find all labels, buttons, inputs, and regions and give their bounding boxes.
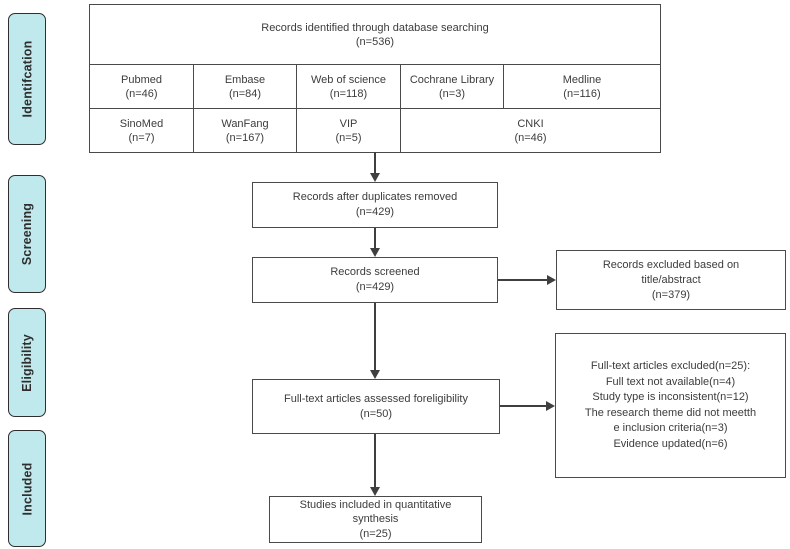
records-identified-box: Records identified through database sear… <box>90 5 660 64</box>
records-excluded-box: Records excluded based on title/abstract… <box>556 250 786 310</box>
fulltext-excluded-line-3: Study type is inconsistent(n=12) <box>592 391 749 403</box>
db-cell-web-of-science: Web of science (n=118) <box>296 65 400 108</box>
records-excluded-count: (n=379) <box>651 288 691 301</box>
stage-label-screening: Screening <box>20 202 34 266</box>
stage-label-identification: Identifcation <box>20 40 34 118</box>
records-screened-box: Records screened (n=429) <box>252 257 498 303</box>
arrow-fulltext-to-excluded <box>500 401 555 411</box>
studies-included-box: Studies included in quantitative synthes… <box>269 496 482 543</box>
duplicates-removed-box: Records after duplicates removed (n=429) <box>252 182 498 228</box>
db-name: CNKI <box>517 117 544 130</box>
fulltext-assessed-box: Full-text articles assessed foreligibili… <box>252 379 500 434</box>
stage-box-screening: Screening <box>8 175 46 293</box>
db-count: (n=5) <box>335 131 362 144</box>
studies-included-text-1: Studies included in quantitative <box>299 498 452 511</box>
records-identified-count: (n=536) <box>355 35 395 48</box>
db-cell-wanfang: WanFang (n=167) <box>193 109 296 152</box>
db-name: Medline <box>562 73 602 86</box>
db-count: (n=84) <box>228 87 262 100</box>
db-cell-cnki: CNKI (n=46) <box>400 109 660 152</box>
db-cell-vip: VIP (n=5) <box>296 109 400 152</box>
db-cell-cochrane-library: Cochrane Library (n=3) <box>400 65 503 108</box>
arrow-duplicates-to-screened <box>370 228 380 257</box>
fulltext-excluded-box: Full-text articles excluded(n=25): Full … <box>555 333 786 478</box>
stage-label-eligibility: Eligibility <box>20 333 35 392</box>
db-count: (n=7) <box>128 131 155 144</box>
db-count: (n=3) <box>439 87 465 100</box>
db-name: Embase <box>224 73 266 86</box>
duplicates-removed-count: (n=429) <box>355 206 395 218</box>
db-count: (n=46) <box>125 87 158 100</box>
fulltext-assessed-count: (n=50) <box>359 407 393 420</box>
studies-included-count: (n=25) <box>359 527 392 540</box>
fulltext-excluded-line-4: The research theme did not meetth <box>584 406 757 419</box>
db-count: (n=46) <box>514 131 547 144</box>
db-name: SinoMed <box>119 117 164 130</box>
records-excluded-text-1: Records excluded based on <box>602 258 740 271</box>
records-screened-count: (n=429) <box>355 281 395 293</box>
fulltext-excluded-line-6: Evidence updated(n=6) <box>613 437 728 450</box>
db-name: VIP <box>339 117 358 130</box>
stage-box-identification: Identifcation <box>8 13 46 145</box>
fulltext-excluded-line-2: Full text not available(n=4) <box>605 375 736 388</box>
fulltext-assessed-text: Full-text articles assessed foreligibili… <box>283 392 468 405</box>
db-count: (n=116) <box>563 87 601 100</box>
arrow-fulltext-to-included <box>370 434 380 496</box>
db-cell-pubmed: Pubmed (n=46) <box>90 65 193 108</box>
db-cell-medline: Medline (n=116) <box>503 65 660 108</box>
db-name: Pubmed <box>121 73 162 86</box>
arrow-table-to-duplicates <box>370 152 380 182</box>
db-name: Cochrane Library <box>409 73 495 86</box>
database-row-2: SinoMed (n=7) WanFang (n=167) VIP (n=5) … <box>90 108 660 152</box>
records-excluded-text-2: title/abstract <box>641 273 701 286</box>
db-count: (n=118) <box>329 87 368 100</box>
duplicates-removed-text: Records after duplicates removed <box>292 191 458 203</box>
db-name: WanFang <box>221 117 269 130</box>
fulltext-excluded-line-5: e inclusion criteria(n=3) <box>613 422 728 434</box>
studies-included-text-2: synthesis <box>352 513 399 526</box>
arrow-screened-to-fulltext <box>370 303 380 379</box>
stage-box-included: Included <box>8 430 46 547</box>
arrow-screened-to-excluded <box>498 275 556 285</box>
db-count: (n=167) <box>225 131 265 144</box>
stage-box-eligibility: Eligibility <box>8 308 46 417</box>
db-cell-embase: Embase (n=84) <box>193 65 296 108</box>
db-name: Web of science <box>310 73 386 86</box>
records-screened-text: Records screened <box>330 266 420 278</box>
records-identified-text: Records identified through database sear… <box>261 21 489 34</box>
fulltext-excluded-line-1: Full-text articles excluded(n=25): <box>590 360 751 372</box>
database-row-1: Pubmed (n=46) Embase (n=84) Web of scien… <box>90 64 660 108</box>
db-cell-sinomed: SinoMed (n=7) <box>90 109 193 152</box>
stage-label-included: Included <box>20 462 34 515</box>
database-table: Records identified through database sear… <box>89 4 661 153</box>
